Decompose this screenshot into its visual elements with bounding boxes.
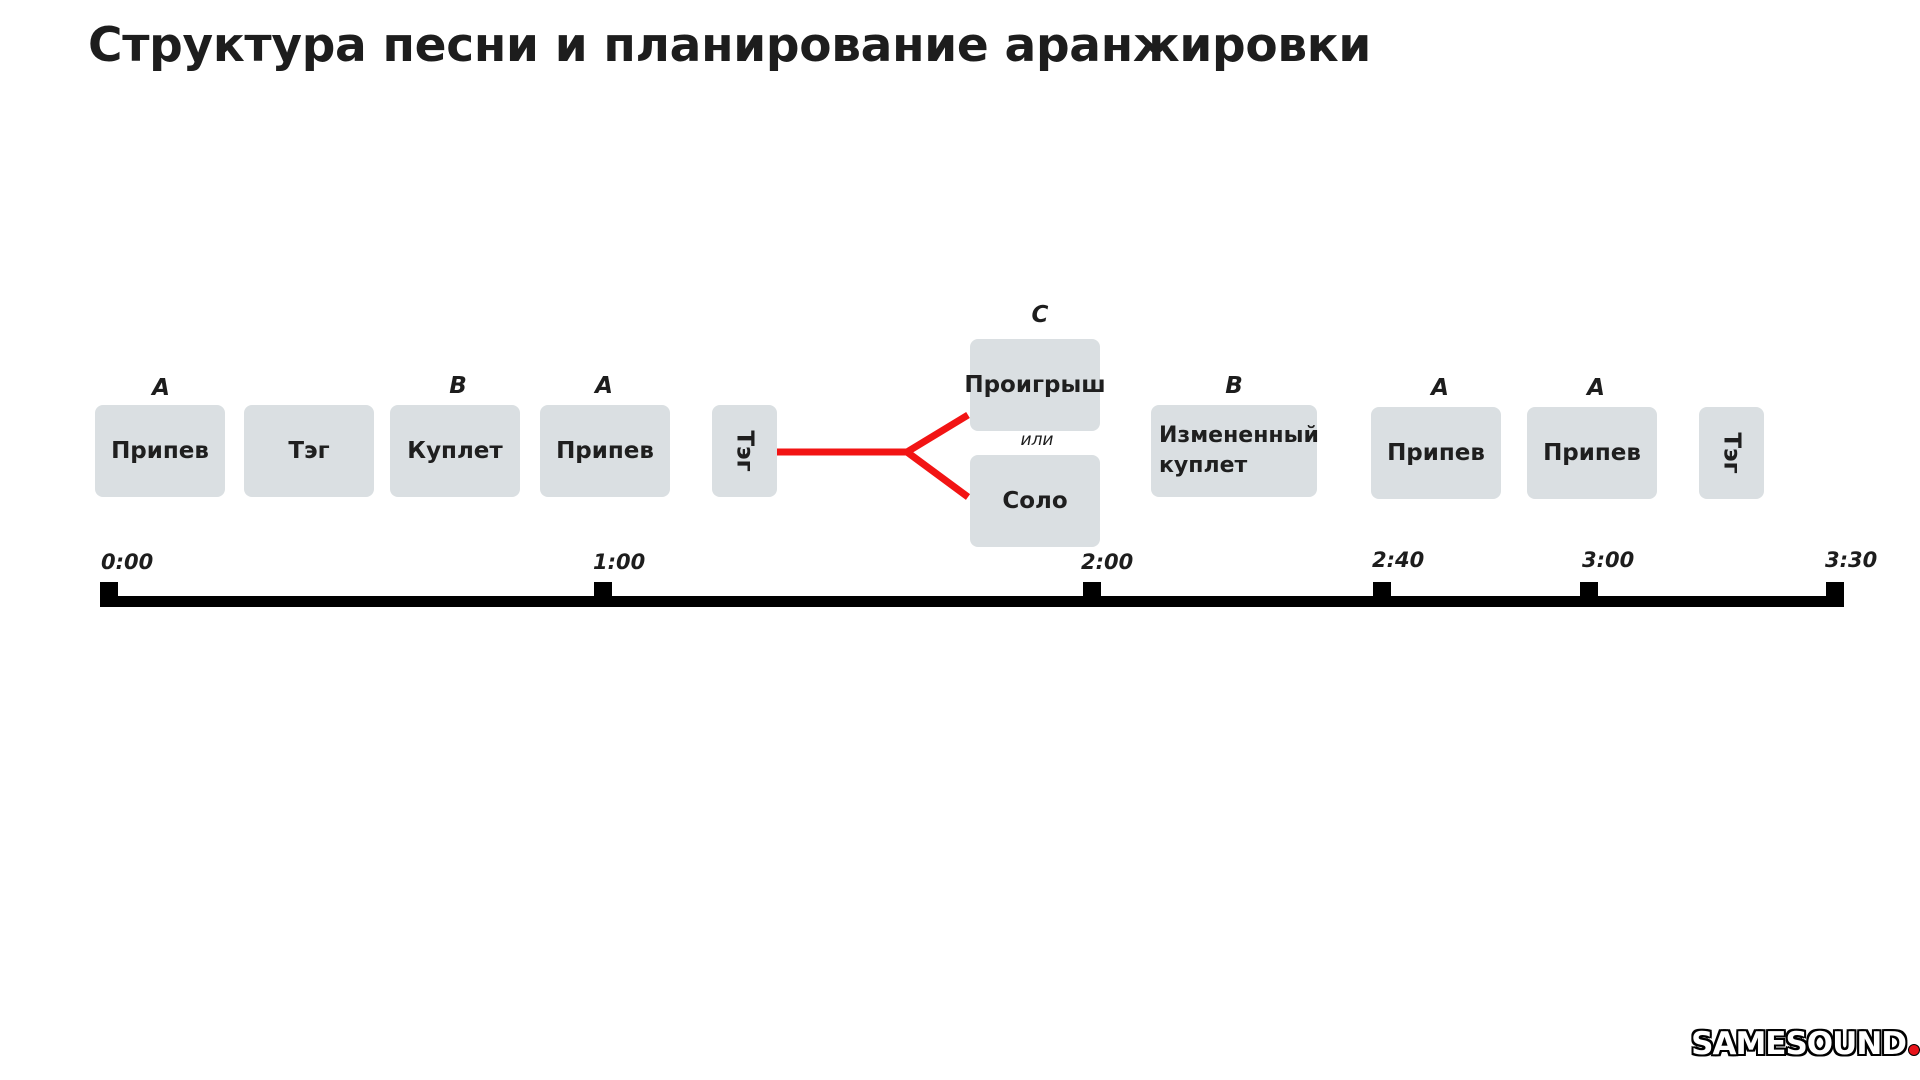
section-letter: A <box>152 375 170 401</box>
section-letter: A <box>1587 375 1605 401</box>
timeline-tick <box>100 582 118 600</box>
section-label: Проигрыш <box>964 372 1106 398</box>
branch-line <box>777 412 971 500</box>
timeline-tick <box>1580 582 1598 600</box>
timeline-tick <box>1826 582 1844 600</box>
timeline-tick <box>1083 582 1101 600</box>
section-verse: Куплет <box>390 405 520 497</box>
timeline-axis <box>100 596 1844 607</box>
section-letter: B <box>449 373 467 399</box>
section-letter: A <box>595 373 613 399</box>
time-label: 3:00 <box>1582 548 1635 572</box>
section-label: Соло <box>1002 488 1068 514</box>
time-label: 2:40 <box>1372 548 1425 572</box>
section-solo: Соло <box>970 455 1100 547</box>
section-chorus: Припев <box>1371 407 1501 499</box>
section-label: Куплет <box>407 438 503 464</box>
section-letter: C <box>1031 302 1049 328</box>
section-label: Припев <box>556 438 654 464</box>
section-label: Припев <box>111 438 209 464</box>
section-chorus: Припев <box>1527 407 1657 499</box>
section-label: Тэг <box>1718 432 1745 474</box>
page-title: Структура песни и планирование аранжиров… <box>88 18 1371 73</box>
samesound-logo: SAMESOUND <box>1691 1026 1907 1062</box>
section-label: Припев <box>1543 440 1641 466</box>
timeline-tick <box>594 582 612 600</box>
or-label: или <box>1020 430 1054 450</box>
time-label: 2:00 <box>1081 550 1134 574</box>
section-label: Тэг <box>288 438 330 464</box>
section-instrumental: Проигрыш <box>964 339 1106 431</box>
section-tag: Тэг <box>244 405 374 497</box>
logo-dot <box>1908 1044 1920 1056</box>
section-letter: B <box>1225 373 1243 399</box>
section-label: Припев <box>1387 440 1485 466</box>
time-label: 3:30 <box>1825 548 1878 572</box>
section-letter: A <box>1431 375 1449 401</box>
time-label: 1:00 <box>593 550 646 574</box>
section-tag: Тэг <box>712 405 777 497</box>
section-chorus: Припев <box>540 405 670 497</box>
time-label: 0:00 <box>101 550 154 574</box>
section-chorus: Припев <box>95 405 225 497</box>
section-tag: Тэг <box>1699 407 1764 499</box>
timeline-tick <box>1373 582 1391 600</box>
section-modified-verse: Измененный куплет <box>1151 405 1319 497</box>
section-label: Измененный куплет <box>1159 423 1319 478</box>
